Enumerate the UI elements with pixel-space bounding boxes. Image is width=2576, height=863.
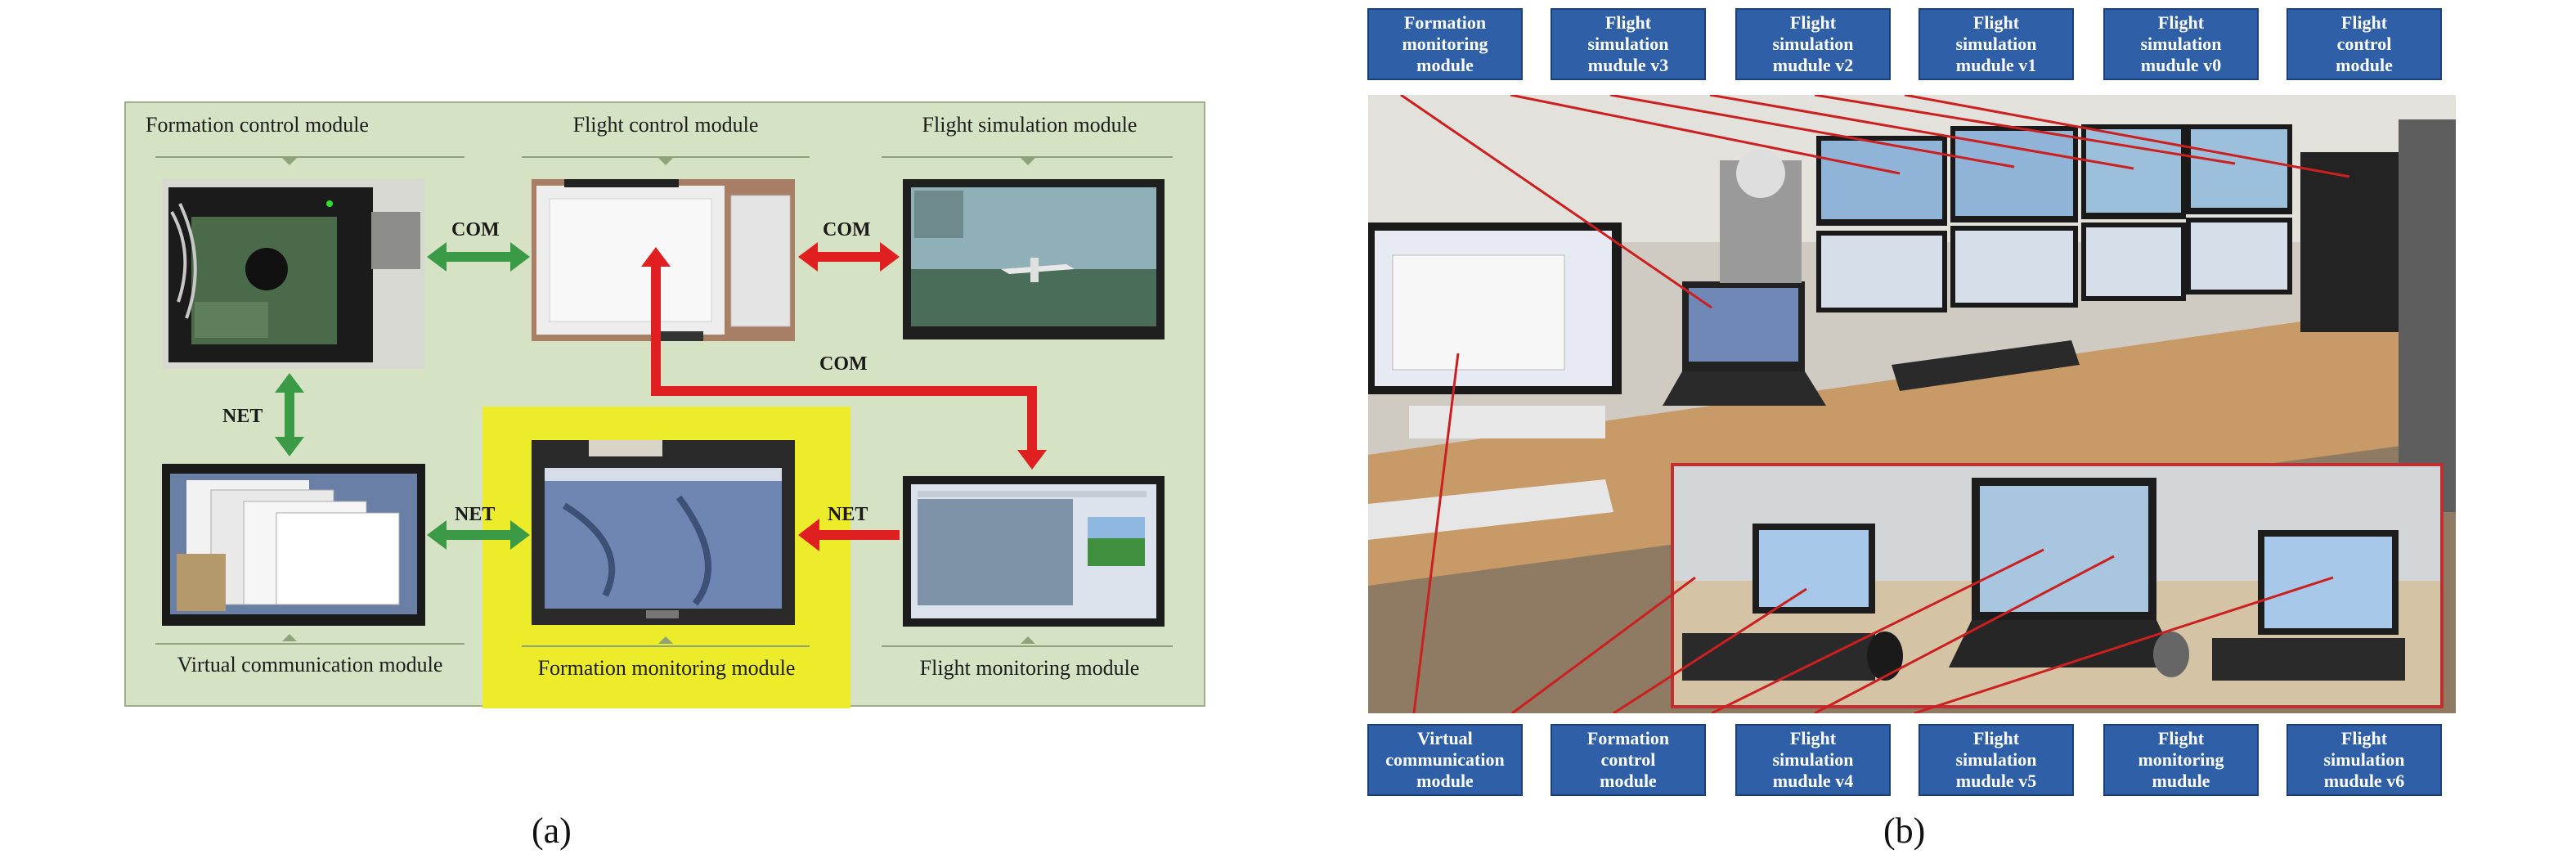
title-pointer xyxy=(282,158,297,165)
lab-setup-photo xyxy=(1368,95,2456,713)
label-formation-monitoring: Formation monitoring module xyxy=(1367,8,1523,80)
formation-monitoring-photo xyxy=(532,440,795,625)
flight-control-title: Flight control module xyxy=(572,113,759,137)
label-flight-simulation-v2: Flight simulation mudule v2 xyxy=(1735,8,1891,80)
label-formation-control: Formation control module xyxy=(1551,724,1706,796)
flight-monitoring-photo xyxy=(903,476,1165,627)
formation-monitoring-title: Formation monitoring module xyxy=(537,656,796,680)
virtual-communication-title: Virtual communication module xyxy=(177,653,443,676)
com-link-arrow xyxy=(427,242,530,272)
title-pointer xyxy=(658,636,673,644)
flight-monitoring-title: Flight monitoring module xyxy=(919,656,1140,680)
title-pointer xyxy=(1021,158,1035,165)
com-link-arrow xyxy=(798,242,900,272)
net-link-arrow xyxy=(427,520,530,550)
com-label: COM xyxy=(451,219,500,240)
virtual-communication-photo xyxy=(162,464,425,626)
caption-b: (b) xyxy=(1883,811,1926,851)
net-link-arrow xyxy=(275,373,304,456)
label-flight-simulation-v1: Flight simulation mudule v1 xyxy=(1919,8,2074,80)
com-label: COM xyxy=(823,219,871,240)
connection-arrows xyxy=(275,242,1047,551)
label-virtual-communication: Virtual communication module xyxy=(1367,724,1523,796)
net-label: NET xyxy=(455,504,496,525)
com-link-arrow xyxy=(641,247,1047,470)
flight-simulation-title: Flight simulation module xyxy=(922,113,1138,137)
com-label: COM xyxy=(819,353,868,375)
system-diagram-panel: Formation control module Flight control … xyxy=(124,101,1205,708)
label-flight-monitoring: Flight monitoring mudule xyxy=(2103,724,2259,796)
label-flight-simulation-v0: Flight simulation mudule v0 xyxy=(2103,8,2259,80)
formation-control-title: Formation control module xyxy=(146,113,369,137)
pointer-lines xyxy=(1400,95,2350,713)
inset-photo xyxy=(1671,463,2444,708)
formation-control-photo xyxy=(162,179,425,369)
net-label: NET xyxy=(222,406,263,427)
title-pointer xyxy=(282,634,297,641)
net-link-arrow xyxy=(798,519,900,551)
title-pointer xyxy=(1021,636,1035,644)
label-flight-control: Flight control module xyxy=(2287,8,2442,80)
label-flight-simulation-v6: Flight simulation mudule v6 xyxy=(2287,724,2442,796)
label-flight-simulation-v3: Flight simulation mudule v3 xyxy=(1551,8,1706,80)
title-rule xyxy=(155,156,464,158)
title-pointer xyxy=(658,158,673,165)
title-rule xyxy=(155,643,464,645)
label-flight-simulation-v4: Flight simulation mudule v4 xyxy=(1735,724,1891,796)
caption-a: (a) xyxy=(532,811,572,851)
title-rule xyxy=(882,645,1173,647)
flight-simulation-photo xyxy=(903,179,1165,339)
title-rule xyxy=(882,156,1173,158)
label-flight-simulation-v5: Flight simulation mudule v5 xyxy=(1919,724,2074,796)
title-rule xyxy=(522,645,810,647)
title-rule xyxy=(522,156,810,158)
net-label: NET xyxy=(828,504,868,525)
flight-control-photo xyxy=(532,179,795,341)
